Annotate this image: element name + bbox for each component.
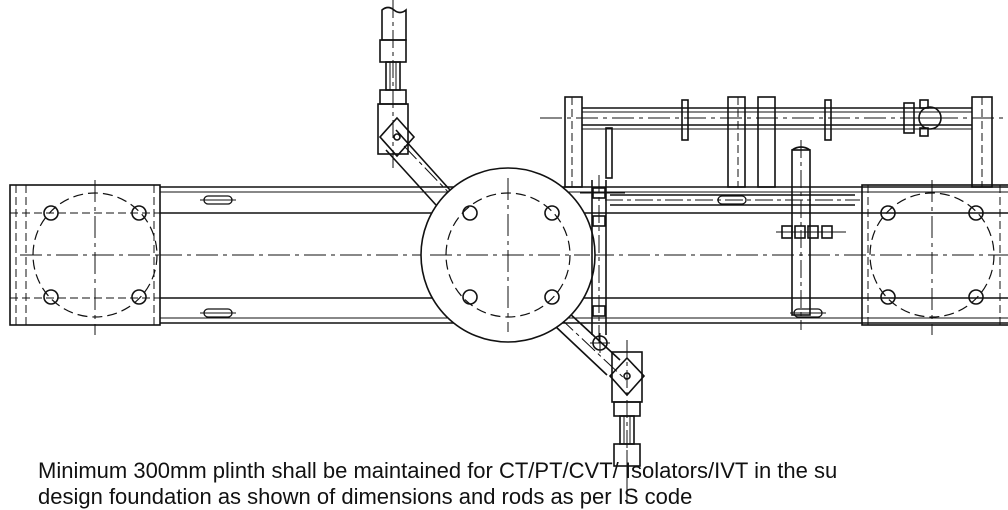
central-circular-plate (420, 167, 596, 343)
operating-mechanism (540, 96, 1008, 330)
upper-rod-assembly (377, 0, 416, 170)
caption-line-2: design foundation as shown of dimensions… (38, 484, 693, 509)
diagonal-arm-upper (385, 129, 453, 206)
right-base-plate (861, 180, 1008, 335)
caption-line-1: Minimum 300mm plinth shall be maintained… (38, 458, 838, 483)
left-base-plate (9, 180, 170, 335)
vertical-tie-rod (580, 175, 625, 345)
